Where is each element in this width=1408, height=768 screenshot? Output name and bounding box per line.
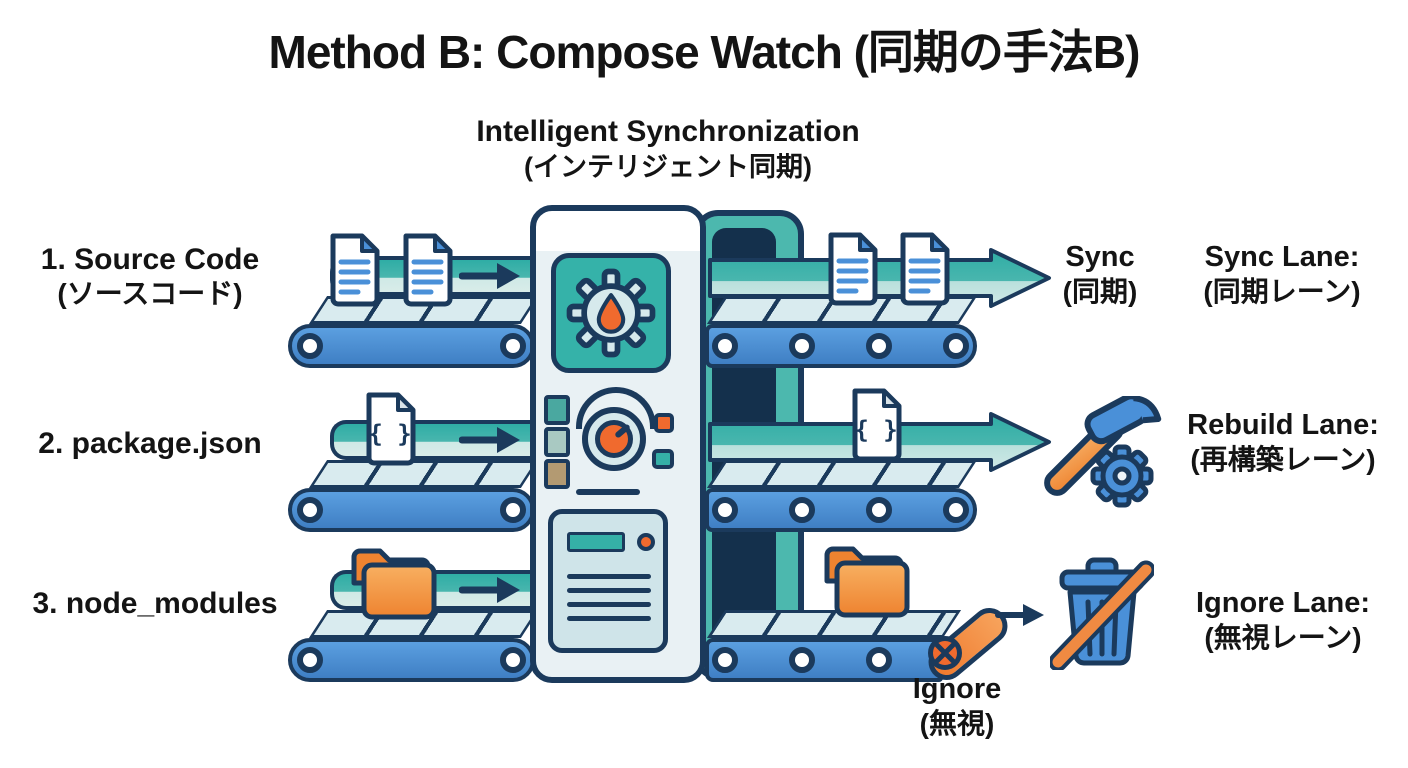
- indicator-square-orange: [654, 413, 674, 433]
- belt-surface: [308, 460, 540, 488]
- belt-bar: [705, 324, 977, 368]
- roller-icon: [789, 647, 815, 673]
- rebuild-lane-label: Rebuild Lane: (再構築レーン): [1187, 409, 1379, 476]
- sync-action-label: Sync (同期): [1062, 241, 1138, 308]
- readout-led: [637, 533, 655, 551]
- roller-icon: [943, 333, 969, 359]
- status-cell: [544, 395, 570, 425]
- lane-ignore-input-label: 3. node_modules: [32, 587, 278, 620]
- roller-icon: [943, 497, 969, 523]
- belt-bar: [705, 638, 943, 682]
- roller-icon: [789, 497, 815, 523]
- roller-icon: [297, 497, 323, 523]
- lane-sync-input-label: 1. Source Code (ソースコード): [40, 243, 260, 310]
- dial-knob: [595, 420, 633, 458]
- roller-icon: [866, 497, 892, 523]
- status-cell: [544, 427, 570, 457]
- roller-icon: [866, 333, 892, 359]
- readout-line: [567, 602, 651, 607]
- machine-label-ja: (インテリジェント同期): [524, 151, 812, 182]
- no-trash-icon: [1050, 557, 1154, 670]
- svg-text:{ }: { }: [368, 420, 411, 448]
- document-icon: [403, 233, 453, 307]
- lane-rebuild-input-label: 2. package.json: [38, 427, 262, 460]
- machine-label-en: Intelligent Synchronization: [476, 115, 860, 148]
- roller-icon: [297, 647, 323, 673]
- right-arrow-icon: [459, 263, 520, 289]
- roller-icon: [712, 333, 738, 359]
- right-arrow-icon: [459, 427, 520, 453]
- belt-bar: [288, 638, 535, 682]
- readout-line: [567, 588, 651, 593]
- gear-droplet-icon: [566, 268, 656, 358]
- roller-icon: [712, 647, 738, 673]
- folder-icon: [351, 548, 437, 620]
- roller-icon: [500, 333, 526, 359]
- machine-label: Intelligent Synchronization (インテリジェント同期): [433, 114, 903, 184]
- page-title: Method B: Compose Watch (同期の手法B): [268, 26, 1141, 78]
- belt-bar: [288, 488, 535, 532]
- belt-surface: [706, 460, 978, 488]
- roller-icon: [500, 647, 526, 673]
- json-file-icon: { }: [366, 392, 416, 466]
- readout-bar: [567, 532, 625, 552]
- hammer-gear-icon: [1044, 396, 1162, 508]
- sync-lane-label: Sync Lane: (同期レーン): [1203, 241, 1361, 308]
- conveyor-sync-right: [700, 248, 1051, 368]
- roller-icon: [297, 333, 323, 359]
- readout-line: [567, 616, 651, 621]
- roller-icon: [789, 333, 815, 359]
- readout-panel: [548, 509, 668, 653]
- roller-icon: [866, 647, 892, 673]
- right-arrow-icon: [459, 577, 520, 603]
- control-dial: [582, 407, 646, 471]
- x-mark-icon: [928, 636, 962, 670]
- folder-icon: [824, 546, 910, 618]
- sync-machine-body: [530, 205, 706, 683]
- dial-needle: [614, 423, 631, 439]
- roller-icon: [500, 497, 526, 523]
- readout-line: [567, 574, 651, 579]
- document-icon: [828, 232, 878, 306]
- document-icon: [330, 233, 380, 307]
- belt-bar: [705, 488, 977, 532]
- status-cell: [544, 459, 570, 489]
- indicator-square-teal: [652, 449, 674, 469]
- divider: [576, 489, 640, 495]
- ignore-action-label: Ignore (無視): [912, 673, 1002, 740]
- conveyor-rebuild-left: [288, 420, 540, 532]
- right-arrow-icon: [995, 604, 1044, 626]
- document-icon: [900, 232, 950, 306]
- gear-indicator: [551, 253, 671, 373]
- svg-text:{ }: { }: [854, 416, 897, 444]
- ignore-lane-label: Ignore Lane: (無視レーン): [1195, 587, 1370, 654]
- roller-icon: [712, 497, 738, 523]
- conveyor-ignore-right: [700, 570, 1050, 688]
- json-file-icon: { }: [852, 388, 902, 462]
- belt-bar: [288, 324, 535, 368]
